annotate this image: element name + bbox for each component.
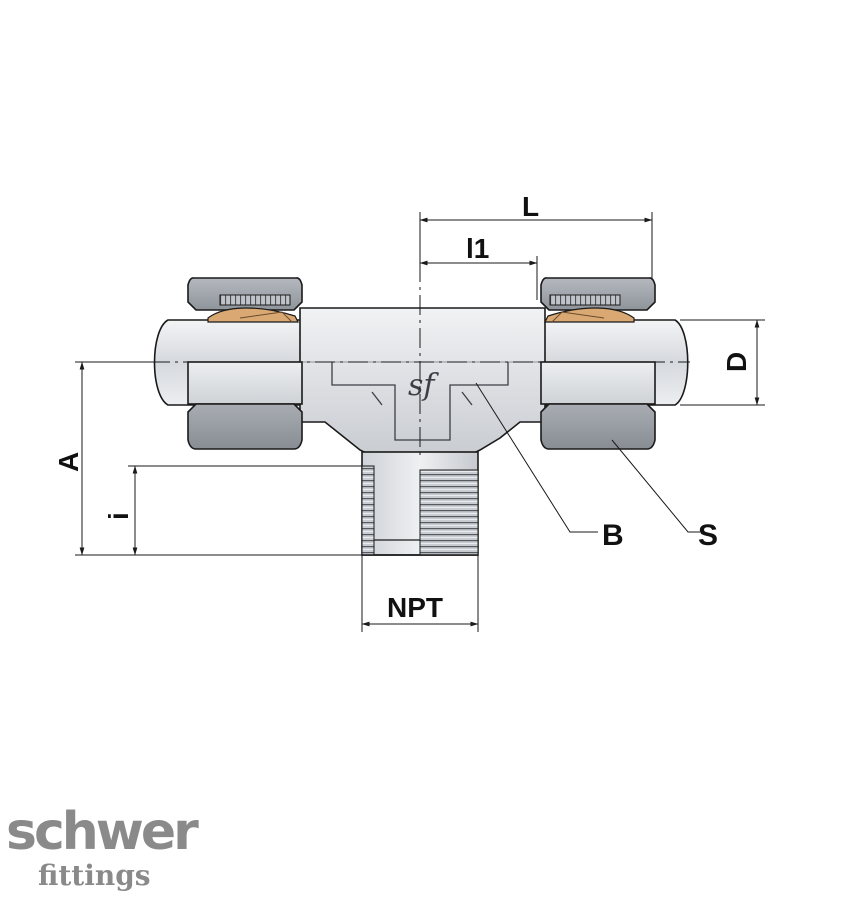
branch-npt: [361, 451, 479, 556]
label-S: S: [698, 519, 718, 552]
right-ferrule: [544, 307, 635, 323]
left-ferrule: [207, 307, 299, 323]
center-lines: [150, 262, 690, 455]
label-B: B: [602, 519, 624, 552]
dimensions: [75, 212, 765, 632]
label-i: i: [103, 512, 134, 520]
right-nut: [540, 277, 656, 450]
label-l1: l1: [466, 233, 489, 264]
brand-logo-tagline: fittings: [38, 859, 151, 892]
leader-B: [475, 382, 598, 533]
leader-S: [611, 439, 700, 533]
body-logo: sf: [408, 368, 439, 403]
label-A: A: [53, 452, 84, 472]
brand-logo-name: schwer: [6, 802, 199, 862]
label-D: D: [721, 352, 752, 372]
branch-thread-section: [419, 469, 479, 556]
label-L: L: [522, 191, 539, 222]
internal-bore: [331, 362, 509, 441]
left-nut: [187, 277, 303, 450]
label-NPT: NPT: [387, 592, 443, 623]
branch-thread-left: [361, 465, 375, 556]
dimension-labels: L l1 D A i NPT B S: [53, 191, 752, 623]
